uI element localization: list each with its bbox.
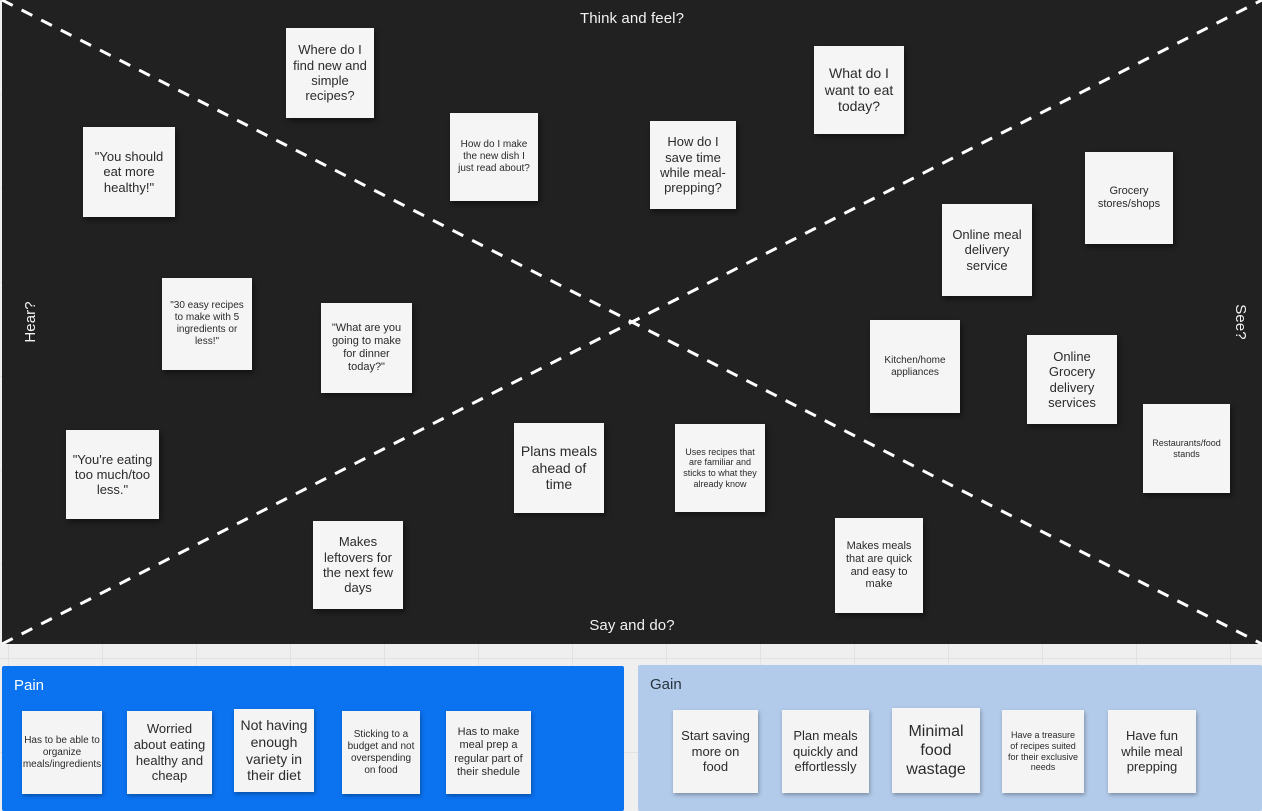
sticky-note-text: Makes leftovers for the next few days bbox=[322, 534, 394, 596]
sticky-note[interactable]: Uses recipes that are familiar and stick… bbox=[675, 424, 765, 512]
pain-sticky-note-text: Has to be able to organize meals/ingredi… bbox=[22, 734, 102, 770]
pain-sticky-note[interactable]: Has to be able to organize meals/ingredi… bbox=[22, 711, 102, 794]
sticky-note-text: "You should eat more healthy!" bbox=[94, 149, 164, 195]
quadrant-label-think-and-feel: Think and feel? bbox=[579, 10, 685, 27]
pain-sticky-note-text: Has to make meal prep a regular part of … bbox=[454, 726, 523, 778]
sticky-note[interactable]: How do I save time while meal-prepping? bbox=[650, 121, 736, 209]
sticky-note[interactable]: "What are you going to make for dinner t… bbox=[321, 303, 412, 393]
gain-sticky-note-text: Start saving more on food bbox=[681, 728, 750, 775]
sticky-note[interactable]: Online meal delivery service bbox=[942, 204, 1032, 296]
sticky-note[interactable]: "You're eating too much/too less." bbox=[66, 430, 159, 519]
sticky-note[interactable]: Grocery stores/shops bbox=[1085, 152, 1173, 244]
gain-sticky-note[interactable]: Minimal food wastage bbox=[892, 708, 980, 793]
sticky-note-text: What do I want to eat today? bbox=[824, 65, 894, 115]
gain-sticky-note-text: Minimal food wastage bbox=[906, 722, 966, 779]
sticky-note[interactable]: "You should eat more healthy!" bbox=[83, 127, 175, 217]
sticky-note[interactable]: Where do I find new and simple recipes? bbox=[286, 28, 374, 118]
sticky-note-text: "30 easy recipes to make with 5 ingredie… bbox=[170, 300, 244, 347]
gain-panel[interactable]: Gain Start saving more on food Plan meals… bbox=[638, 665, 1262, 811]
sticky-note-text: Online Grocery delivery services bbox=[1048, 348, 1096, 410]
divider-line-sw-ne bbox=[2, 0, 1262, 644]
quadrant-label-hear: Hear? bbox=[22, 301, 40, 343]
pain-sticky-note-text: Sticking to a budget and not overspendin… bbox=[347, 728, 415, 776]
quadrant-label-say-and-do: Say and do? bbox=[589, 617, 675, 634]
sticky-note[interactable]: Plans meals ahead of time bbox=[514, 423, 604, 513]
gain-sticky-note-text: Have fun while meal prepping bbox=[1121, 728, 1183, 775]
gain-panel-title: Gain bbox=[650, 676, 682, 693]
sticky-note[interactable]: Restaurants/food stands bbox=[1143, 404, 1230, 493]
quadrant-label-see: See? bbox=[1231, 304, 1249, 340]
sticky-note-text: How do I save time while meal-prepping? bbox=[660, 134, 726, 196]
sticky-note-text: Plans meals ahead of time bbox=[520, 443, 598, 493]
sticky-note-text: Kitchen/home appliances bbox=[884, 354, 946, 378]
quadrant-divider-lines bbox=[2, 0, 1262, 644]
pain-sticky-note-text: Worried about eating healthy and cheap bbox=[133, 721, 206, 784]
sticky-note-text: "What are you going to make for dinner t… bbox=[331, 322, 402, 373]
sticky-note-text: Makes meals that are quick and easy to m… bbox=[845, 539, 913, 591]
sticky-note[interactable]: "30 easy recipes to make with 5 ingredie… bbox=[162, 278, 252, 370]
sticky-note-text: Where do I find new and simple recipes? bbox=[293, 42, 367, 104]
sticky-note[interactable]: What do I want to eat today? bbox=[814, 46, 904, 134]
pain-sticky-note[interactable]: Has to make meal prep a regular part of … bbox=[446, 711, 531, 794]
sticky-note[interactable]: How do I make the new dish I just read a… bbox=[450, 113, 538, 201]
sticky-note-text: Restaurants/food stands bbox=[1152, 437, 1221, 459]
pain-sticky-note[interactable]: Not having enough variety in their diet bbox=[234, 709, 314, 792]
gain-sticky-note-text: Have a treasure of recipes suited for th… bbox=[1007, 729, 1079, 773]
sticky-note[interactable]: Online Grocery delivery services bbox=[1027, 335, 1117, 424]
pain-panel-title: Pain bbox=[14, 677, 45, 694]
sticky-note-text: Uses recipes that are familiar and stick… bbox=[683, 446, 757, 489]
sticky-note[interactable]: Makes meals that are quick and easy to m… bbox=[835, 518, 923, 613]
gain-sticky-note[interactable]: Start saving more on food bbox=[673, 710, 758, 793]
pain-panel[interactable]: Pain Has to be able to organize meals/in… bbox=[2, 666, 624, 811]
gain-sticky-note[interactable]: Have a treasure of recipes suited for th… bbox=[1002, 710, 1084, 793]
gain-sticky-note[interactable]: Have fun while meal prepping bbox=[1108, 710, 1196, 793]
sticky-note-text: Online meal delivery service bbox=[952, 227, 1022, 273]
sticky-note-text: How do I make the new dish I just read a… bbox=[458, 139, 530, 174]
pain-sticky-note[interactable]: Worried about eating healthy and cheap bbox=[127, 711, 212, 794]
gain-sticky-note[interactable]: Plan meals quickly and effortlessly bbox=[782, 710, 869, 793]
sticky-note-text: "You're eating too much/too less." bbox=[72, 451, 153, 498]
empathy-canvas[interactable]: Think and feel? Say and do? Hear? See? W… bbox=[2, 0, 1262, 644]
sticky-note[interactable]: Makes leftovers for the next few days bbox=[313, 521, 403, 609]
gain-sticky-note-text: Plan meals quickly and effortlessly bbox=[792, 728, 859, 775]
sticky-note-text: Grocery stores/shops bbox=[1097, 185, 1161, 210]
pain-sticky-note[interactable]: Sticking to a budget and not overspendin… bbox=[342, 711, 420, 794]
pain-sticky-note-text: Not having enough variety in their diet bbox=[240, 716, 308, 784]
sticky-note[interactable]: Kitchen/home appliances bbox=[870, 320, 960, 413]
